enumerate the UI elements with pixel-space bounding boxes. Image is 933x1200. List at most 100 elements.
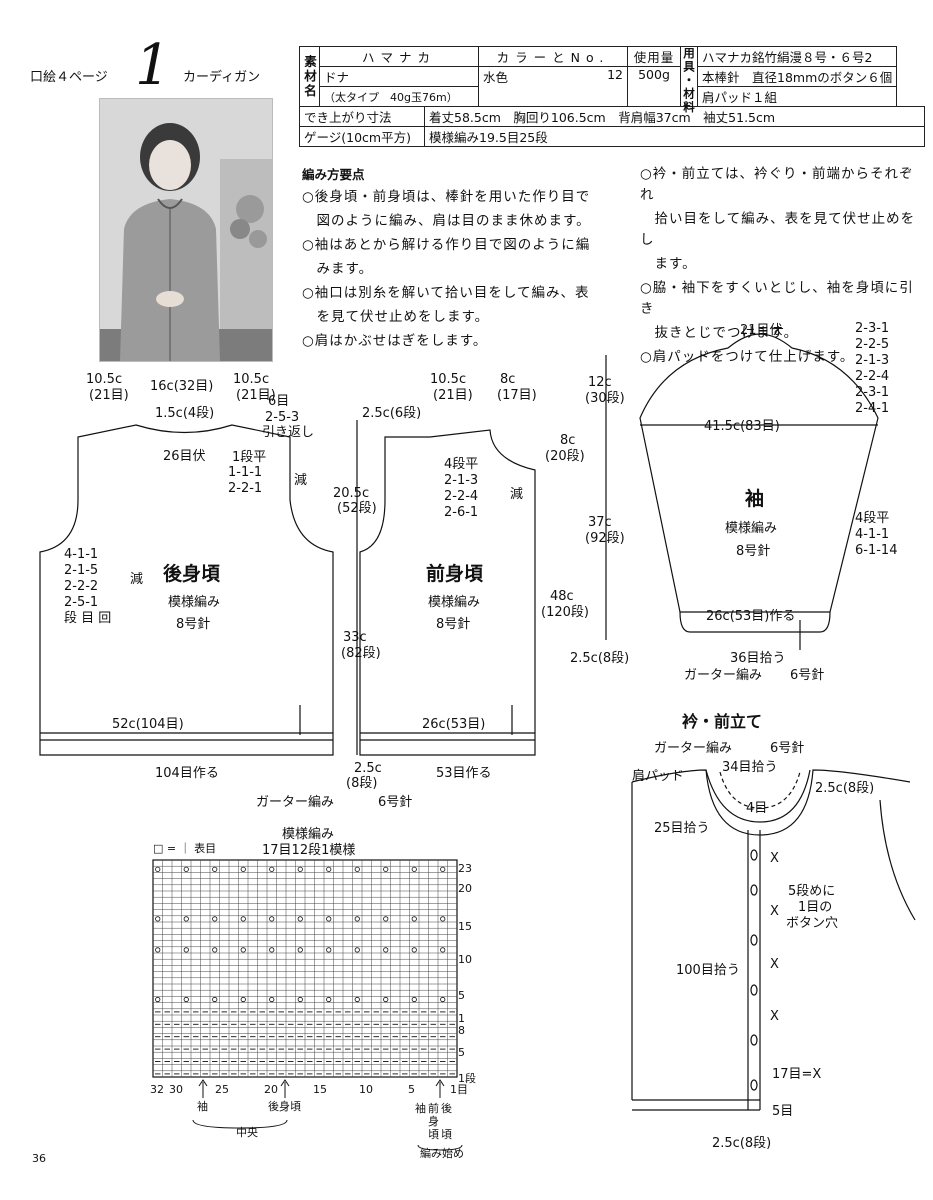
yarn-over-symbol bbox=[155, 866, 161, 872]
row-label-5: 5 bbox=[458, 989, 465, 1002]
back-shoulder-c: 引き返し bbox=[262, 425, 314, 440]
back-arm-dec-label: 減 bbox=[130, 571, 143, 587]
yarn-over-symbol bbox=[383, 866, 389, 872]
back-neck-dec-3: 2-2-1 bbox=[228, 481, 262, 496]
sleeve-cap-1: 2-3-1 bbox=[855, 321, 889, 336]
collar-stitch-5: 5目 bbox=[772, 1104, 793, 1119]
col-label-30: 30 bbox=[169, 1083, 183, 1096]
yarn-over-symbol bbox=[354, 866, 360, 872]
model-photo bbox=[99, 98, 273, 362]
yarn-over-symbol bbox=[240, 916, 246, 922]
front-neck-dec-1: 4段平 bbox=[444, 457, 478, 472]
chart-title: 模様編み bbox=[282, 826, 334, 842]
collar-bottom: 2.5c(8段) bbox=[712, 1136, 771, 1151]
point-line: ○肩はかぶせはぎをします。 bbox=[302, 333, 488, 349]
garment-title: カーディガン bbox=[183, 70, 261, 85]
yarn-over-symbol bbox=[354, 947, 360, 953]
yarn-over-symbol bbox=[240, 947, 246, 953]
yarn-over-symbol bbox=[440, 996, 446, 1003]
front-neck-dec-4: 2-6-1 bbox=[444, 505, 478, 520]
row-label-23: 23 bbox=[458, 862, 472, 875]
sleeve-cuff-width: 26c(53目)作る bbox=[706, 609, 795, 624]
yarn-over-symbol bbox=[183, 866, 189, 872]
back-neck-dec-1: 1段平 bbox=[232, 450, 266, 465]
yarn-over-symbol bbox=[155, 996, 161, 1003]
page-reference: 口絵４ページ bbox=[30, 70, 108, 85]
tool-2: 本棒針 直径18mmのボタン６個 bbox=[696, 66, 898, 87]
row-label-10: 10 bbox=[458, 953, 472, 966]
yarn-over-symbol bbox=[354, 916, 360, 922]
chart-legend: □ = ｜ 表目 bbox=[153, 841, 216, 855]
point-line: みます。 bbox=[302, 261, 374, 277]
row-label-1: 1 bbox=[458, 1012, 465, 1025]
back-cast-on: 104目作る bbox=[155, 766, 219, 781]
sleeve-inc-3: 6-1-14 bbox=[855, 543, 897, 558]
yarn-over-symbol bbox=[326, 996, 332, 1003]
armhole-depth-rows: (30段) bbox=[585, 391, 625, 406]
yarn-color: 水色 12 bbox=[478, 66, 628, 107]
sleeve-cap-2: 2-2-5 bbox=[855, 337, 889, 352]
sleeve-cuff-pick: 36目拾う bbox=[730, 651, 786, 666]
knitting-points-right: ○衿・前立ては、衿ぐり・前端からそれぞれ 拾い目をして編み、表を見て伏せ止めをし… bbox=[640, 164, 920, 371]
collar-title: 衿・前立て bbox=[682, 712, 762, 731]
yarn-over-symbol bbox=[155, 947, 161, 953]
yarn-over-symbol bbox=[155, 916, 161, 922]
chart-repeat: 17目12段1模様 bbox=[262, 843, 355, 858]
yarn-over-symbol bbox=[297, 866, 303, 872]
back-arm-dec-legend: 段 目 回 bbox=[64, 611, 111, 626]
collar-x-3: X bbox=[770, 957, 779, 972]
sleeve-cuff-needle: 6号針 bbox=[790, 668, 824, 683]
col-label-10: 10 bbox=[359, 1083, 373, 1096]
point-line: ○衿・前立ては、衿ぐり・前端からそれぞれ bbox=[640, 166, 914, 203]
collar-pick-front: 100目拾う bbox=[676, 963, 740, 978]
gauge-label: ゲージ(10cm平方) bbox=[299, 126, 425, 147]
sleeve-outline bbox=[639, 333, 879, 613]
front-bottom-width: 26c(53目) bbox=[422, 717, 485, 732]
center-brace bbox=[192, 1119, 288, 1129]
yarn-name: ドナ bbox=[319, 66, 479, 87]
yarn-over-symbol bbox=[212, 866, 218, 872]
collar-stitch: ガーター編み bbox=[654, 740, 732, 756]
color-header: カラーとNo. bbox=[478, 46, 628, 67]
collar-pick-side: 25目拾う bbox=[654, 821, 710, 836]
point-line: 拾い目をして編み、表を見て伏せ止めをし bbox=[640, 211, 916, 248]
row-label-20: 20 bbox=[458, 882, 472, 895]
finished-size-label: でき上がり寸法 bbox=[299, 106, 425, 127]
sleeve-cap-4: 2-2-4 bbox=[855, 369, 889, 384]
sleeve-needle: 8号針 bbox=[736, 544, 770, 559]
chart-right-4: 身 bbox=[428, 1114, 439, 1128]
yarn-over-symbol bbox=[440, 947, 446, 953]
back-body-outline bbox=[39, 424, 334, 756]
yarn-over-symbol bbox=[440, 866, 446, 872]
back-needle: 8号針 bbox=[176, 617, 210, 632]
yarn-over-symbol bbox=[212, 996, 218, 1003]
front-neck-dec-2: 2-1-3 bbox=[444, 473, 478, 488]
buttonhole-3: ボタン穴 bbox=[786, 916, 838, 931]
chart-right-3: 後 bbox=[441, 1101, 452, 1115]
collar-x-2: X bbox=[770, 904, 779, 919]
point-line: 抜きとじでつけます。 bbox=[640, 325, 799, 341]
back-stitch: 模様編み bbox=[168, 594, 220, 610]
point-line: ○後身頃・前身頃は、棒針を用いた作り目で bbox=[302, 189, 591, 205]
yarn-over-symbol bbox=[383, 916, 389, 922]
chart-right-1: 袖 bbox=[415, 1101, 426, 1115]
front-neck-stitches: (17目) bbox=[497, 388, 537, 403]
back-neck-height: 1.5c(4段) bbox=[155, 406, 214, 421]
sleeve-inc-2: 4-1-1 bbox=[855, 527, 889, 542]
yarn-over-symbol bbox=[269, 866, 275, 872]
buttonhole-1: 5段めに bbox=[788, 884, 835, 899]
back-arm-dec-3: 2-2-2 bbox=[64, 579, 98, 594]
yarn-over-symbol bbox=[183, 916, 189, 922]
tool-1: ハマナカ銘竹絹漫８号・６号2 bbox=[696, 46, 898, 67]
front-stitch: 模様編み bbox=[428, 594, 480, 610]
front-neck-dec-3: 2-2-4 bbox=[444, 489, 478, 504]
row-label-1b: 1段 bbox=[458, 1071, 476, 1085]
col-label-20: 20 bbox=[264, 1083, 278, 1096]
yarn-over-symbol bbox=[326, 866, 332, 872]
armhole-rows: (52段) bbox=[337, 501, 377, 516]
collar-pick-top: 34目拾う bbox=[722, 760, 778, 775]
knitting-points-left: 編み方要点 ○後身頃・前身頃は、棒針を用いた作り目で 図のように編み、肩は目のま… bbox=[302, 164, 632, 355]
back-shoulder-width-right: 10.5c bbox=[233, 372, 269, 387]
back-arm-dec-1: 4-1-1 bbox=[64, 547, 98, 562]
yarn-over-symbol bbox=[212, 916, 218, 922]
